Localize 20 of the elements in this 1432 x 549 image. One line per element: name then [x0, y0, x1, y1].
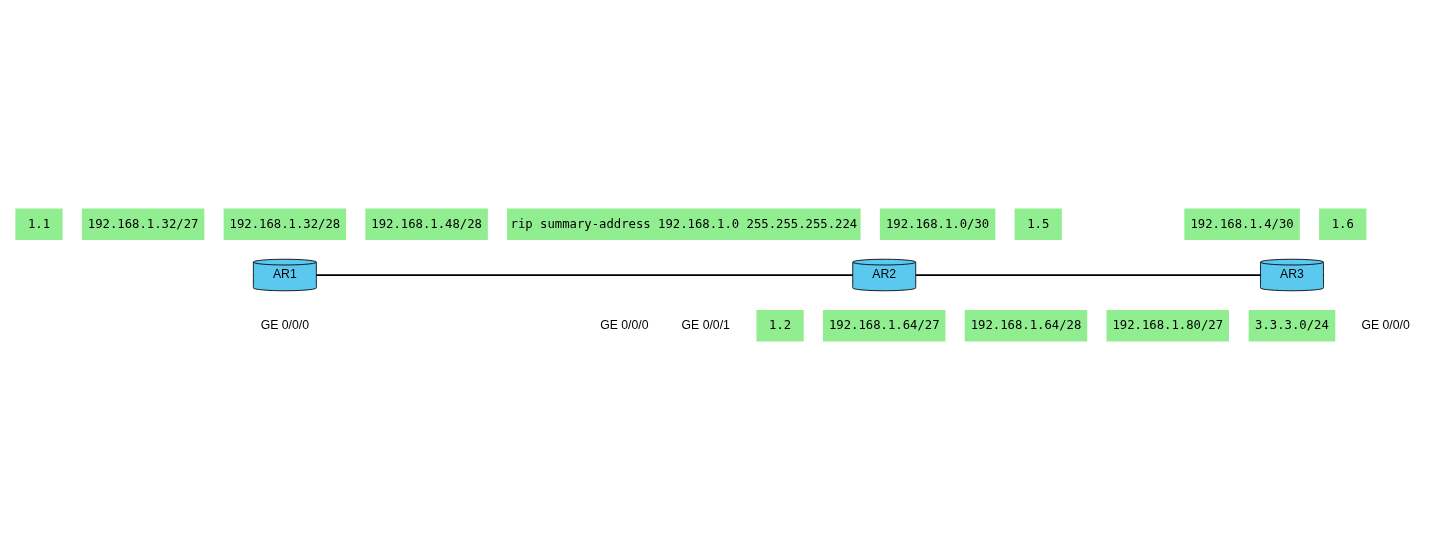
- label: 192.168.1.80/27: [1112, 317, 1224, 332]
- label: GE 0/0/1: [681, 317, 730, 332]
- connector: [915, 273, 1262, 276]
- label: GE 0/0/0: [600, 317, 649, 332]
- label: 1.1: [27, 215, 51, 230]
- label: 192.168.1.64/27: [828, 317, 940, 332]
- connector: [315, 273, 854, 276]
- label: GE 0/0/0: [1361, 317, 1410, 332]
- label: GE 0/0/0: [260, 317, 310, 332]
- label: 1.2: [769, 317, 792, 332]
- label: 1.6: [1331, 215, 1354, 230]
- label: 192.168.1.64/28: [970, 317, 1082, 332]
- label: 192.168.1.32/28: [229, 215, 341, 230]
- label: rip summary-address 192.168.1.0 255.255.255.224: [510, 215, 858, 230]
- label: 3.3.3.0/24: [1255, 317, 1329, 332]
- label: 1.5: [1027, 215, 1050, 230]
- label: 192.168.1.4/30: [1190, 215, 1294, 230]
- label: 192.168.1.48/28: [371, 215, 482, 230]
- label: 192.168.1.32/27: [87, 215, 199, 230]
- label: 192.168.1.0/30: [885, 215, 990, 230]
